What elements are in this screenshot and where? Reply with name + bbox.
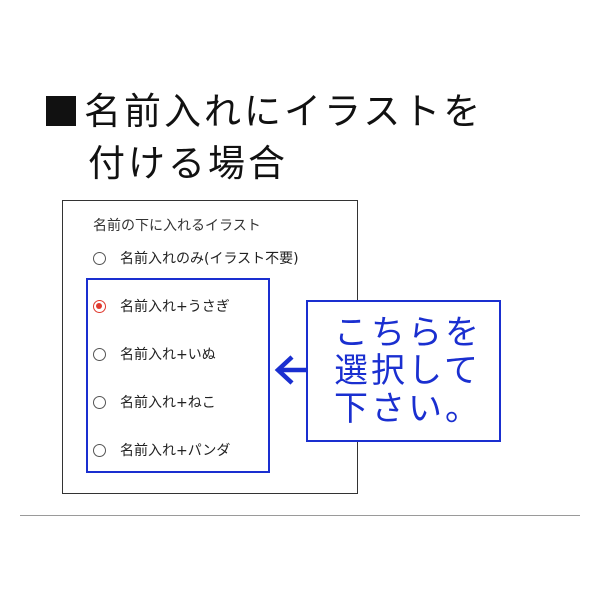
form-label: 名前の下に入れるイラスト	[93, 218, 261, 234]
arrow-left-icon	[274, 355, 306, 385]
radio-button[interactable]	[93, 443, 106, 457]
callout-instruction: こちらを 選択して 下さい。	[306, 300, 501, 442]
option-label: 名前入れのみ(イラスト不要)	[120, 251, 299, 267]
option-panda[interactable]: 名前入れ+パンダ	[93, 440, 230, 460]
option-name-only[interactable]: 名前入れのみ(イラスト不要)	[93, 248, 299, 268]
radio-button[interactable]	[93, 395, 106, 409]
heading-line-1: 名前入れにイラストを	[46, 86, 483, 138]
option-label: 名前入れ+パンダ	[120, 443, 231, 459]
radio-button-selected[interactable]	[93, 299, 106, 313]
radio-button[interactable]	[93, 251, 106, 265]
heading-text-2: 付ける場合	[88, 142, 288, 185]
option-dog[interactable]: 名前入れ+いぬ	[93, 344, 216, 364]
option-rabbit[interactable]: 名前入れ+うさぎ	[93, 296, 230, 316]
option-label: 名前入れ+ねこ	[120, 395, 216, 411]
black-square-icon	[46, 96, 76, 126]
page-heading: 名前入れにイラストを 付ける場合	[46, 86, 483, 190]
option-label: 名前入れ+うさぎ	[120, 299, 230, 315]
option-label: 名前入れ+いぬ	[120, 347, 216, 363]
option-cat[interactable]: 名前入れ+ねこ	[93, 392, 216, 412]
heading-text-1: 名前入れにイラストを	[84, 90, 484, 133]
radio-button[interactable]	[93, 347, 106, 361]
divider	[20, 515, 580, 516]
